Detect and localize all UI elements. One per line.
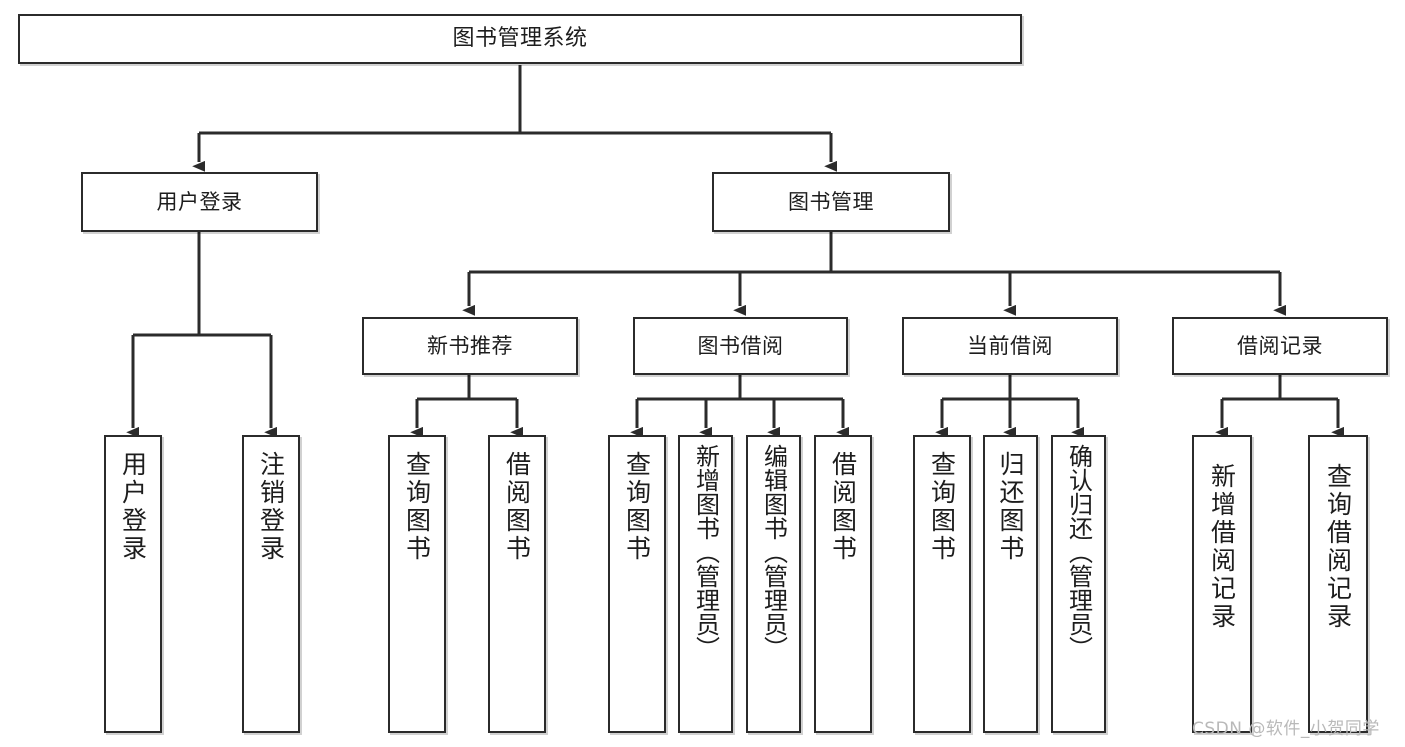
node-borrow-record[interactable]: 借阅记录 [1172, 317, 1388, 375]
node-label: 确认归还（管理员） [1064, 444, 1093, 660]
node-label: 查询图书 [402, 451, 432, 563]
node-label: 新增图书（管理员） [691, 444, 720, 660]
node-label: 借阅记录 [1237, 333, 1323, 358]
leaf-borrow-record-add-record[interactable]: 新增借阅记录 [1192, 435, 1252, 733]
csdn-watermark: CSDN @软件_小贺同学 [1192, 719, 1380, 739]
node-label: 用户登录 [156, 189, 243, 214]
node-label: 注销登录 [256, 451, 286, 563]
node-label: 用户登录 [118, 451, 148, 563]
node-label: 图书借阅 [697, 333, 784, 358]
leaf-current-borrow-query-book[interactable]: 查询图书 [913, 435, 971, 733]
node-label: 查询借阅记录 [1323, 463, 1353, 631]
node-label: 当前借阅 [967, 333, 1053, 358]
leaf-book-borrow-add-book-admin[interactable]: 新增图书（管理员） [678, 435, 733, 733]
node-new-book-recommend[interactable]: 新书推荐 [362, 317, 578, 375]
leaf-current-borrow-confirm-return-admin[interactable]: 确认归还（管理员） [1051, 435, 1106, 733]
node-label: 借阅图书 [828, 451, 858, 563]
node-label: 新书推荐 [427, 333, 513, 358]
leaf-book-borrow-borrow-book[interactable]: 借阅图书 [814, 435, 872, 733]
node-label: 查询图书 [927, 451, 957, 563]
node-label: 图书管理系统 [452, 26, 588, 52]
node-label: 编辑图书（管理员） [759, 444, 788, 660]
leaf-borrow-record-query-record[interactable]: 查询借阅记录 [1308, 435, 1368, 733]
node-book-management[interactable]: 图书管理 [712, 172, 950, 232]
leaf-current-borrow-return-book[interactable]: 归还图书 [983, 435, 1038, 733]
node-current-borrow[interactable]: 当前借阅 [902, 317, 1118, 375]
leaf-user-login-login[interactable]: 用户登录 [104, 435, 162, 733]
node-label: 图书管理 [788, 189, 874, 214]
node-label: 查询图书 [622, 451, 652, 563]
node-root-system[interactable]: 图书管理系统 [18, 14, 1022, 64]
leaf-book-borrow-query-book[interactable]: 查询图书 [608, 435, 666, 733]
leaf-book-borrow-edit-book-admin[interactable]: 编辑图书（管理员） [746, 435, 801, 733]
leaf-new-book-query-book[interactable]: 查询图书 [388, 435, 446, 733]
node-book-borrow[interactable]: 图书借阅 [633, 317, 848, 375]
leaf-user-login-logout[interactable]: 注销登录 [242, 435, 300, 733]
node-label: 归还图书 [996, 451, 1025, 563]
node-user-login[interactable]: 用户登录 [81, 172, 318, 232]
leaf-new-book-borrow-book[interactable]: 借阅图书 [488, 435, 546, 733]
node-label: 借阅图书 [502, 451, 532, 563]
node-label: 新增借阅记录 [1207, 463, 1237, 631]
